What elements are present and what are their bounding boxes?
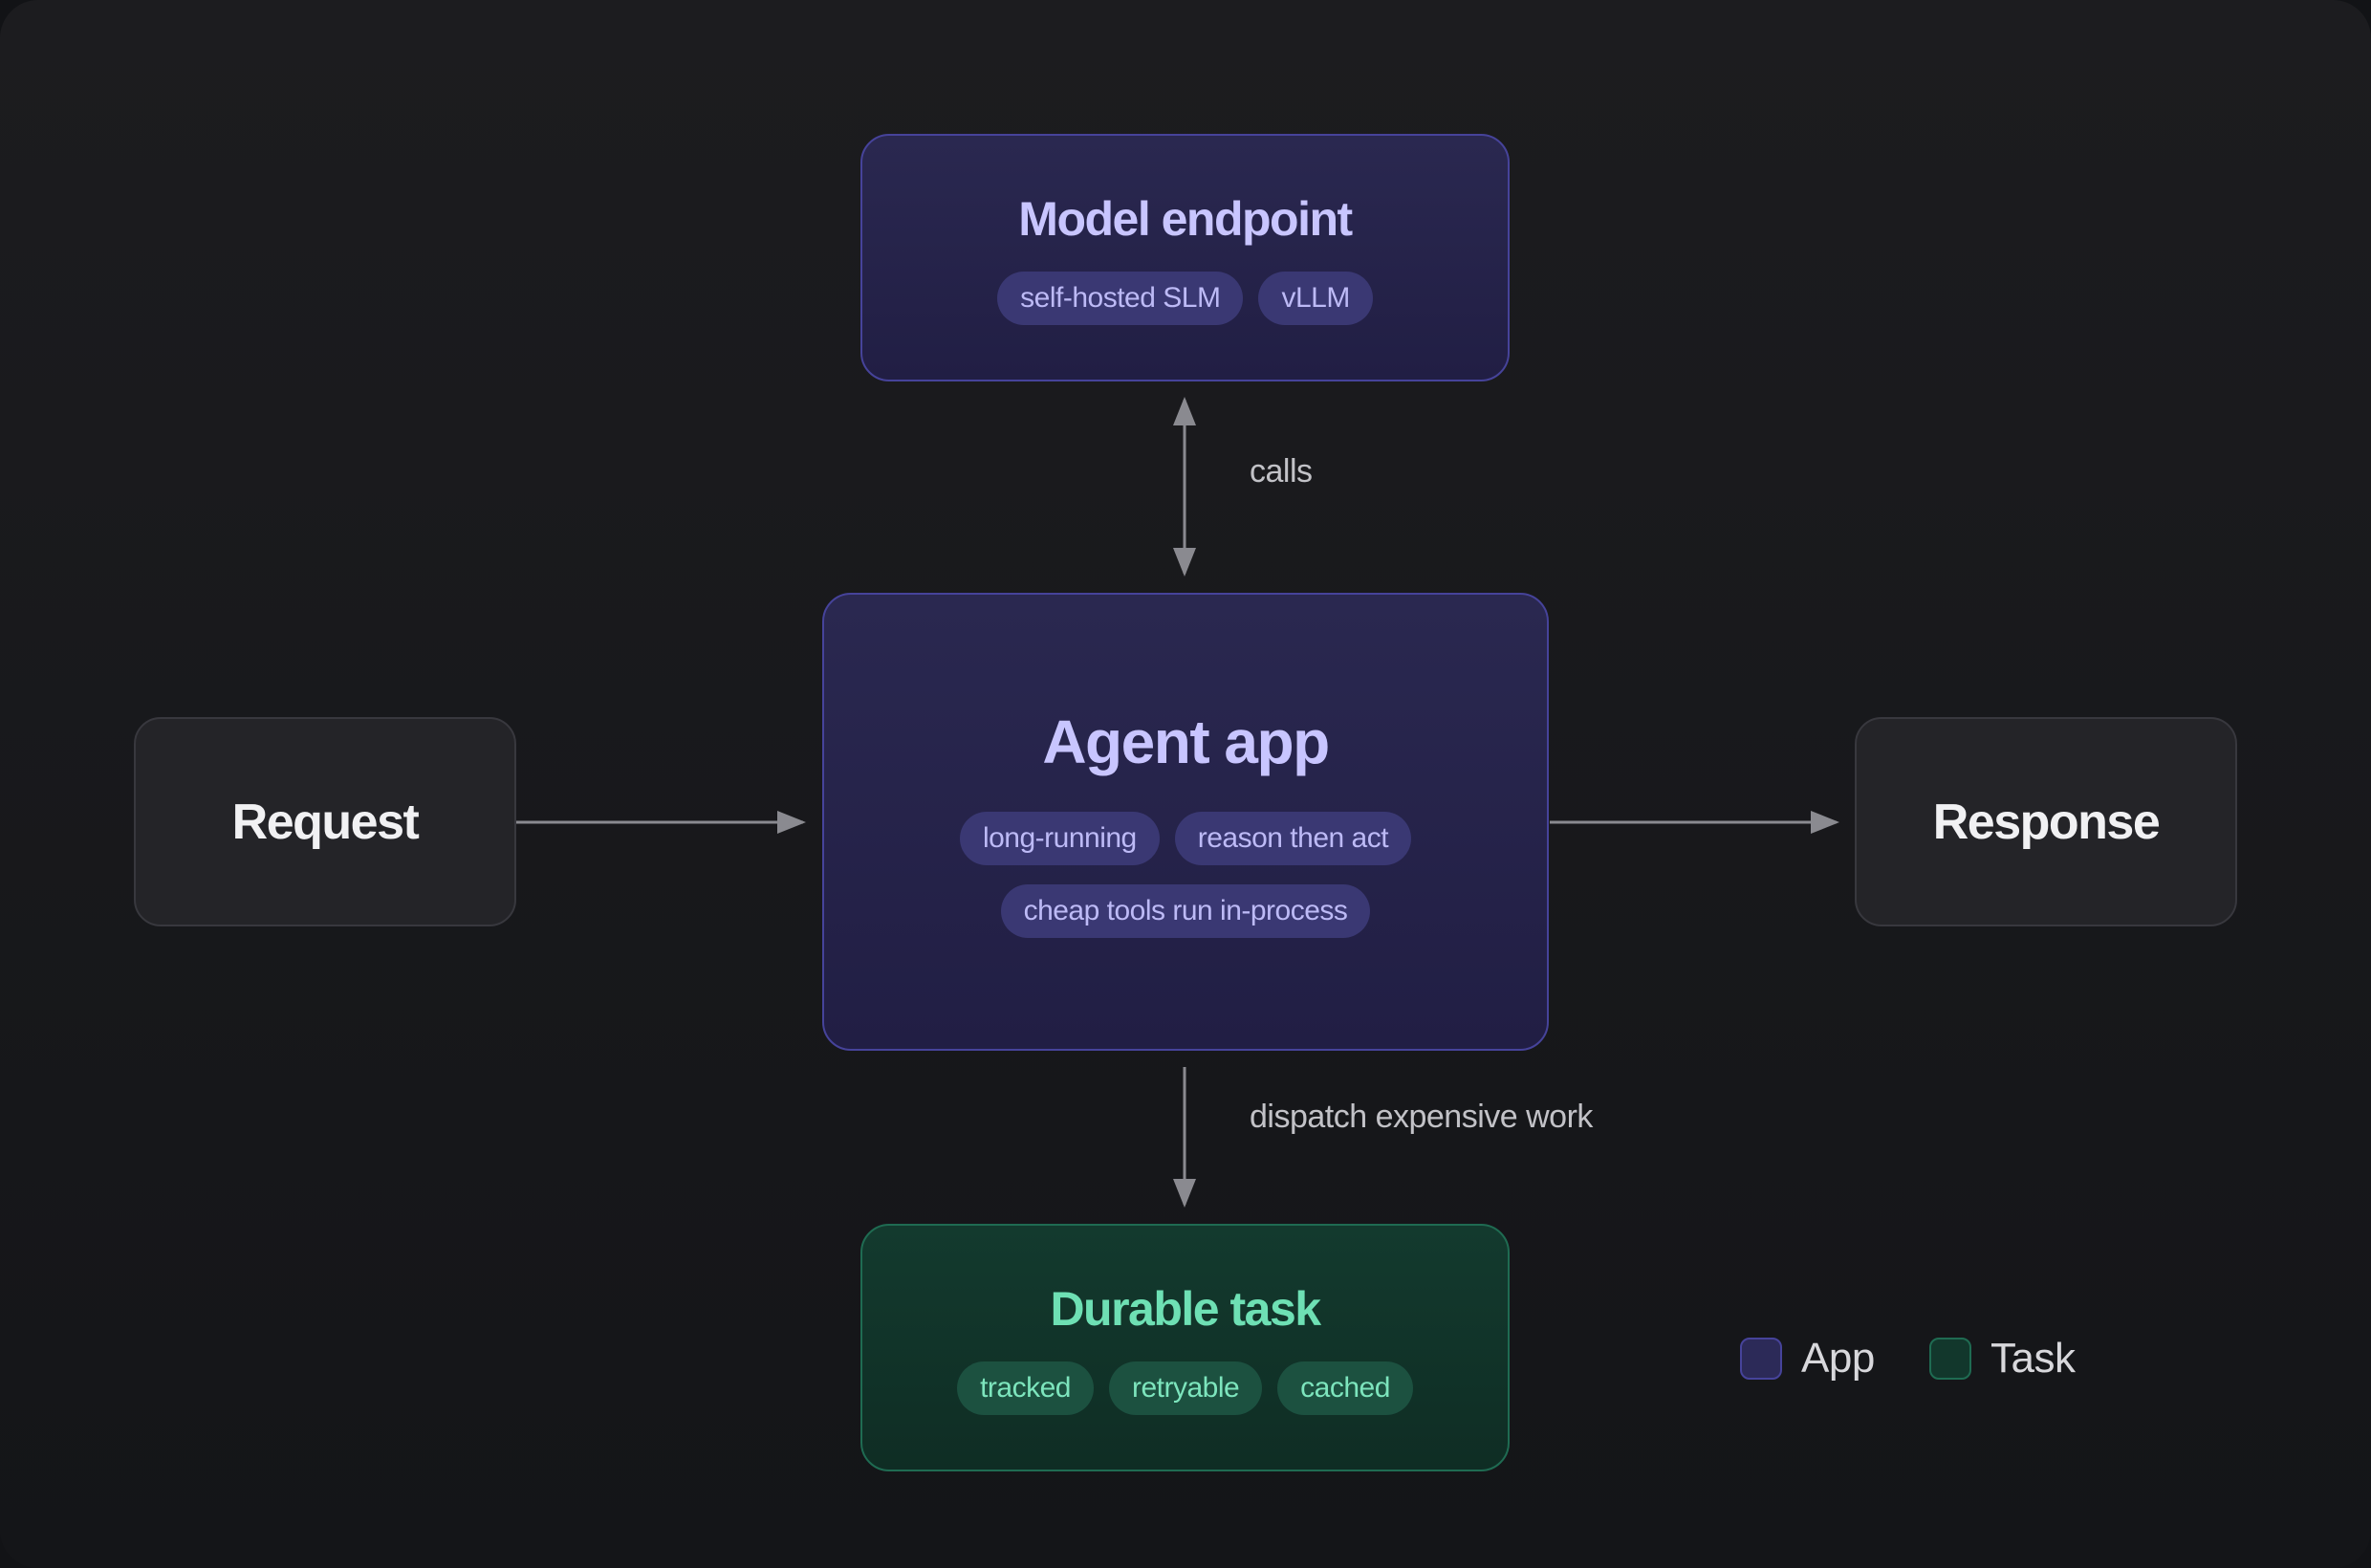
legend-task-swatch — [1929, 1338, 1971, 1380]
durable-task-tags: tracked retryable cached — [957, 1361, 1413, 1415]
agent-app-tags-row-2: cheap tools run in-process — [1000, 883, 1371, 938]
legend-task-label: Task — [1990, 1335, 2076, 1382]
agent-app-node: Agent app long-running reason then act c… — [822, 593, 1549, 1051]
calls-label: calls — [1250, 453, 1313, 490]
model-endpoint-node: Model endpoint self-hosted SLM vLLM — [860, 134, 1510, 381]
response-node: Response — [1855, 717, 2237, 926]
tag-long-running: long-running — [959, 811, 1160, 865]
legend-task: Task — [1929, 1335, 2076, 1383]
legend-app-swatch — [1740, 1338, 1782, 1380]
tag-self-hosted-slm: self-hosted SLM — [997, 271, 1244, 325]
request-title: Request — [231, 794, 420, 850]
model-endpoint-tags: self-hosted SLM vLLM — [997, 271, 1373, 325]
durable-task-title: Durable task — [1050, 1281, 1321, 1336]
tag-cheap-tools: cheap tools run in-process — [1000, 883, 1371, 938]
tag-tracked: tracked — [957, 1361, 1094, 1415]
response-title: Response — [1932, 794, 2161, 850]
legend-app: App — [1740, 1335, 1875, 1383]
durable-task-node: Durable task tracked retryable cached — [860, 1224, 1510, 1471]
tag-retryable: retryable — [1108, 1361, 1263, 1415]
agent-app-tags-row-1: long-running reason then act — [959, 811, 1412, 865]
agent-app-title: Agent app — [1042, 707, 1330, 776]
request-node: Request — [134, 717, 516, 926]
dispatch-label: dispatch expensive work — [1250, 1099, 1593, 1135]
tag-cached: cached — [1277, 1361, 1413, 1415]
tag-reason-then-act: reason then act — [1174, 811, 1412, 865]
legend-app-label: App — [1801, 1335, 1875, 1382]
model-endpoint-title: Model endpoint — [1018, 191, 1353, 246]
tag-vllm: vLLM — [1258, 271, 1373, 325]
